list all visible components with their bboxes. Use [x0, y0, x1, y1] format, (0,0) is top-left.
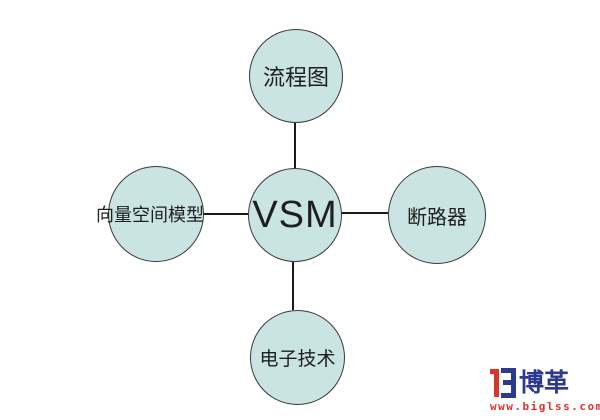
node-vsm-center-label: VSM — [252, 193, 338, 236]
watermark-url: www.biglss.com — [490, 400, 600, 413]
connector-center-right — [341, 212, 388, 214]
connector-center-top — [294, 123, 296, 168]
node-vector-space-model: 向量空间模型 — [96, 166, 204, 262]
watermark-logo-row: 博革 — [490, 367, 569, 399]
node-vsm-center: VSM — [248, 168, 342, 262]
node-circuit-breaker-label: 断路器 — [407, 206, 467, 229]
node-circuit-breaker: 断路器 — [388, 166, 486, 264]
biglss-logo-icon — [490, 368, 516, 398]
node-electronic-technology-label: 电子技术 — [259, 349, 336, 370]
connector-center-left — [203, 213, 248, 215]
node-vector-space-model-label: 向量空间模型 — [96, 205, 204, 225]
watermark: 博革 www.biglss.com — [490, 367, 600, 413]
node-flowchart-label: 流程图 — [262, 65, 329, 90]
watermark-brand-text: 博革 — [519, 369, 570, 397]
node-electronic-technology: 电子技术 — [250, 310, 345, 405]
node-flowchart: 流程图 — [249, 29, 343, 123]
connector-center-bottom — [292, 262, 294, 310]
